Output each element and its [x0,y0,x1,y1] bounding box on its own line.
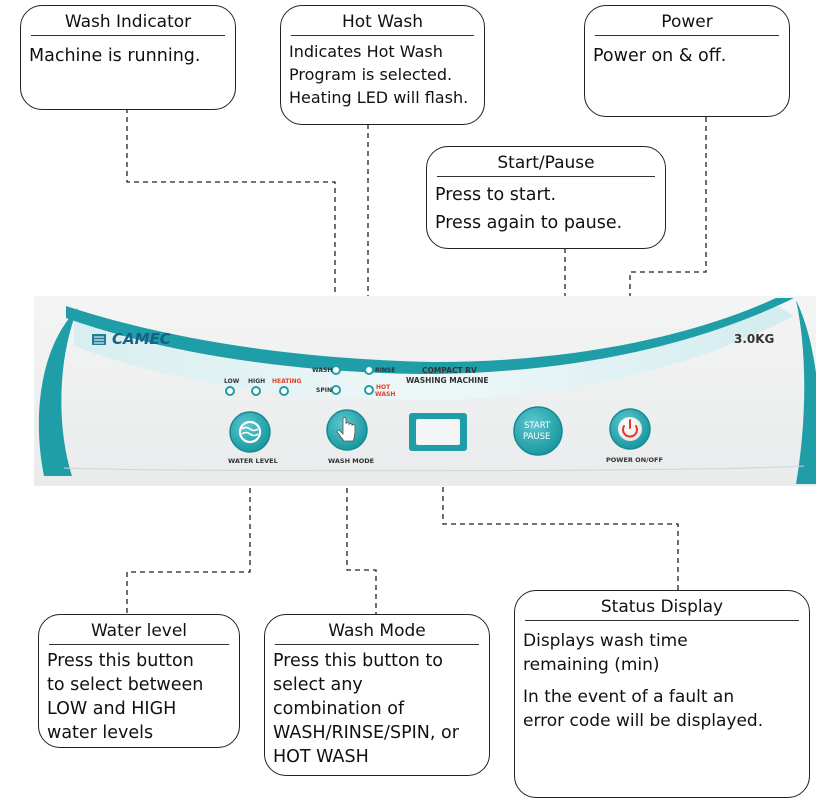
callout-hot-wash: Hot Wash Indicates Hot Wash Program is s… [280,5,485,125]
camec-logo-icon [92,334,106,345]
callout-title: Wash Mode [275,621,479,645]
callout-body: Press this button to select any combinat… [265,645,489,769]
callout-body: Power on & off. [585,36,789,68]
callout-line: Press to start. [435,185,557,205]
start-pause-button[interactable] [513,406,563,456]
control-panel: CAMEC 3.0KG COMPACT RV WASHING MACHINE L… [34,296,816,486]
callout-line: Displays wash time [523,631,688,651]
leader-status-display [442,460,679,592]
callout-power: Power Power on & off. [584,5,790,117]
callout-line: Press this button [47,651,194,671]
start-button-label: START [524,421,551,431]
callout-line: Machine is running. [29,46,201,66]
callout-line: to select between [47,675,204,695]
led-high [251,386,261,396]
led-label-rinse: RINSE [375,367,396,374]
leader-wash-indicator [126,108,336,380]
brand-name: CAMEC [112,330,171,348]
callout-status-display: Status Display Displays wash time remain… [514,590,810,798]
water-level-label: WATER LEVEL [228,457,278,465]
callout-title: Start/Pause [437,153,655,177]
callout-body: Indicates Hot Wash Program is selected. … [281,36,484,109]
led-spin [331,385,341,395]
hand-pointer-icon [336,417,356,442]
callout-body: Press to start. Press again to pause. [427,177,665,237]
callout-line: Press again to pause. [435,213,623,233]
led-label-hot: HOT [376,384,391,391]
callout-start-pause: Start/Pause Press to start. Press again … [426,146,666,249]
callout-line: Indicates Hot Wash [289,42,443,61]
callout-body: Displays wash time remaining (min) In th… [515,621,809,733]
led-label-hot-wash: WASH [375,391,396,398]
led-label-heating: HEATING [272,378,302,385]
callout-body: Machine is running. [21,36,235,68]
led-label-low: LOW [224,378,240,385]
leader-lines [126,108,707,632]
callout-title: Water level [49,621,229,645]
callout-line: HOT WASH [273,747,369,767]
led-low [225,386,235,396]
callout-line: LOW and HIGH [47,699,177,719]
callout-wash-indicator: Wash Indicator Machine is running. [20,5,236,110]
leader-water-level [126,470,251,632]
callout-line: Program is selected. [289,65,453,84]
power-icon [622,419,638,438]
callout-line: Press this button to [273,651,443,671]
leader-start-pause [537,248,566,405]
callout-body: Press this button to select between LOW … [39,645,239,745]
callout-line: Power on & off. [593,46,727,66]
led-label-spin: SPIN [316,387,332,394]
callout-title: Power [595,12,779,36]
callout-line: Heating LED will flash. [289,88,469,107]
callout-line: WASH/RINSE/SPIN, or [273,723,459,743]
wash-mode-button[interactable] [326,409,368,451]
callout-line: In the event of a fault an [523,687,735,707]
callout-line: error code will be displayed. [523,711,764,731]
capacity-label: 3.0KG [734,332,775,346]
callout-title: Wash Indicator [31,12,225,36]
led-wash [331,365,341,375]
led-label-wash: WASH [312,367,333,374]
led-heating [279,386,289,396]
wash-mode-label: WASH MODE [328,457,375,465]
callout-line: combination of [273,699,405,719]
product-name-line1: COMPACT RV [422,366,477,375]
callout-title: Status Display [525,597,799,621]
control-panel-graphic [34,296,816,486]
led-label-high: HIGH [248,378,266,385]
power-button[interactable] [609,408,651,450]
led-rinse [364,365,374,375]
leader-wash-mode [346,470,377,624]
callout-line: remaining (min) [523,655,660,675]
product-name-line2: WASHING MACHINE [406,376,489,385]
water-level-button[interactable] [229,411,271,453]
leader-power [629,117,707,402]
callout-line: water levels [47,723,154,743]
callout-line: select any [273,675,363,695]
callout-wash-mode: Wash Mode Press this button to select an… [264,614,490,776]
callout-water-level: Water level Press this button to select … [38,614,240,748]
callout-title: Hot Wash [291,12,474,36]
status-display-screen [409,413,467,451]
power-button-label: POWER ON/OFF [606,456,663,464]
led-hot-wash [364,385,374,395]
pause-button-label: PAUSE [523,432,551,442]
